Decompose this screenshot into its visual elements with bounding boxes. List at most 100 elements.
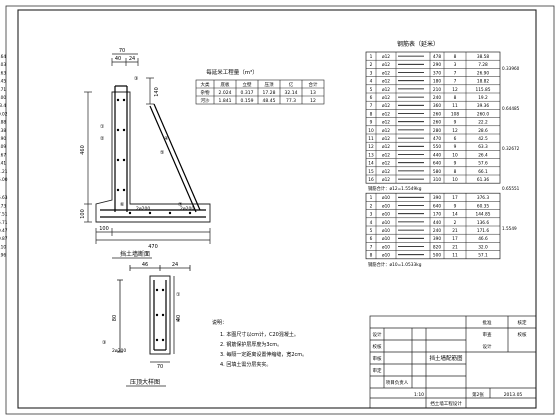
inner-frame xyxy=(17,9,537,409)
side-total-value: 0.65551 xyxy=(502,186,520,191)
table-cell: 51.45 xyxy=(0,79,6,85)
table-cell: ø12 xyxy=(382,62,390,68)
table-cell: 10 xyxy=(452,152,458,158)
table-cell: 180.87 xyxy=(0,236,8,242)
table-cell: 14 xyxy=(368,161,374,167)
table-cell: 820 xyxy=(433,244,441,250)
detail-dim-top-24: 24 xyxy=(172,262,178,268)
table-cell: 5 xyxy=(370,228,373,234)
table-cell: 35.88 xyxy=(0,120,6,126)
table-cell: ø12 xyxy=(382,144,390,150)
table-cell: 16 xyxy=(368,177,374,183)
table-cell: 60.90 xyxy=(0,136,6,142)
table-cell: 9 xyxy=(454,203,457,209)
table-cell: 19.2 xyxy=(478,95,488,101)
approval-label: 审查 xyxy=(483,331,492,338)
rebar-table-title: 钢筋表（延米） xyxy=(397,40,439,48)
table-cell: 17 xyxy=(452,236,458,242)
mid-note: 钢筋合计：ø12=1.5549kg xyxy=(368,185,422,192)
table-cell: 13 xyxy=(368,152,374,158)
table-cell: 8 xyxy=(454,95,457,101)
note-line: 4. 回填土需分层夹实。 xyxy=(220,361,271,368)
title-block-text: 设计 校核 审核 审定 项目负责人 批准 核定 审查 校核 设计 挡土墙配筋图 … xyxy=(373,319,527,407)
dim-bottom-470: 470 xyxy=(148,244,158,250)
table-cell: 240 xyxy=(433,228,441,234)
table-cell: ø12 xyxy=(382,87,390,93)
table-cell: ø10 xyxy=(382,244,390,250)
title-block-label: 审核 xyxy=(373,355,382,362)
table-cell: ø12 xyxy=(382,152,390,158)
table-cell: 69.63 xyxy=(0,70,6,76)
table-cell: 18.82 xyxy=(477,79,490,85)
table-cell: 260 xyxy=(433,111,441,117)
table-cell: 210 xyxy=(433,87,441,93)
approval-label: 校核 xyxy=(518,331,527,338)
small-table-cell: 2.024 xyxy=(219,90,232,96)
table-cell: 14 xyxy=(452,212,458,218)
dim-right-140: 140 xyxy=(154,87,160,97)
small-table-cell: 0.317 xyxy=(241,90,254,96)
table-cell: 12 xyxy=(452,128,458,134)
dim-top-70: 70 xyxy=(119,48,125,54)
table-cell: 6 xyxy=(454,136,457,142)
table-cell: 8 xyxy=(370,253,373,259)
table-cell: 505.00 xyxy=(0,177,8,183)
table-cell: ø10 xyxy=(382,253,390,259)
table-cell: 390 xyxy=(433,195,441,201)
detail-dim-bottom-70: 70 xyxy=(157,364,163,370)
table-cell: 60.35 xyxy=(477,203,490,209)
table-cell: 8 xyxy=(454,169,457,175)
table-cell: 550 xyxy=(433,144,441,150)
detail-bar-label-3: ③ xyxy=(102,340,106,346)
small-table xyxy=(195,79,325,105)
table-cell: 8 xyxy=(454,54,457,60)
spacing-label-2: 2ø200 xyxy=(180,206,194,212)
table-cell: ø12 xyxy=(382,177,390,183)
table-cell: 3 xyxy=(454,62,457,68)
table-cell: 7.28 xyxy=(478,62,488,68)
small-table-header: 合计 xyxy=(309,81,318,88)
table-cell: 11.38 xyxy=(0,128,6,134)
table-cell: 10 xyxy=(452,177,458,183)
detail-section-texts: 46 24 80 70 40 ① ② ③ 2ø200 压顶大样图 xyxy=(102,262,182,386)
table-cell: 4 xyxy=(370,79,373,85)
table-cell: 22.2 xyxy=(478,120,488,126)
table-cell: 26.90 xyxy=(477,70,490,76)
small-table-title: 每延米工程量（m³） xyxy=(206,68,258,76)
table-cell: 66.1 xyxy=(478,169,488,175)
rebar-table: 1ø12478838.5874.642ø1229037.2830.033ø123… xyxy=(0,51,520,268)
small-table-cell: 32.14 xyxy=(285,90,298,96)
table-cell: 17 xyxy=(452,195,458,201)
table-cell: 9 xyxy=(454,144,457,150)
table-cell: 3 xyxy=(370,212,373,218)
bar-label-2: ② xyxy=(100,136,105,142)
title-block-label: 审定 xyxy=(373,367,382,374)
table-cell: 180 xyxy=(433,79,441,85)
table-cell: 5 xyxy=(370,87,373,93)
table-cell: 640 xyxy=(433,161,441,167)
table-cell: 440 xyxy=(433,152,441,158)
table-cell: 1 xyxy=(370,195,373,201)
table-cell: 440 xyxy=(433,220,441,226)
detail-dim-left-80: 80 xyxy=(112,315,118,321)
table-cell: ø12 xyxy=(382,136,390,142)
sheet-number: 第2张 xyxy=(472,391,484,398)
bar-label-7: ⑦ xyxy=(178,202,183,208)
table-cell: 580 xyxy=(433,169,441,175)
table-cell: ø10 xyxy=(382,236,390,242)
outer-frame xyxy=(5,5,555,415)
small-table-header: 底板 xyxy=(221,81,230,88)
small-table-cell: 17.28 xyxy=(263,90,276,96)
table-cell: 7 xyxy=(370,103,373,109)
table-cell: 63.3 xyxy=(478,144,488,150)
detail-dim-top-46: 46 xyxy=(142,262,148,268)
dim-top-40: 40 xyxy=(115,56,121,62)
title-block xyxy=(369,315,537,409)
small-table-cell: 12 xyxy=(310,98,316,104)
title-block-label: 设计 xyxy=(373,331,382,338)
table-cell: 15 xyxy=(368,169,374,175)
dim-bottom-100: 100 xyxy=(99,226,109,232)
table-cell: 2 xyxy=(454,220,457,226)
small-table-text: 大类 底板 立壁 压顶 亿 合计 杂物 2.024 0.317 17.28 32… xyxy=(201,81,318,104)
table-cell: 125.71 xyxy=(0,220,8,226)
